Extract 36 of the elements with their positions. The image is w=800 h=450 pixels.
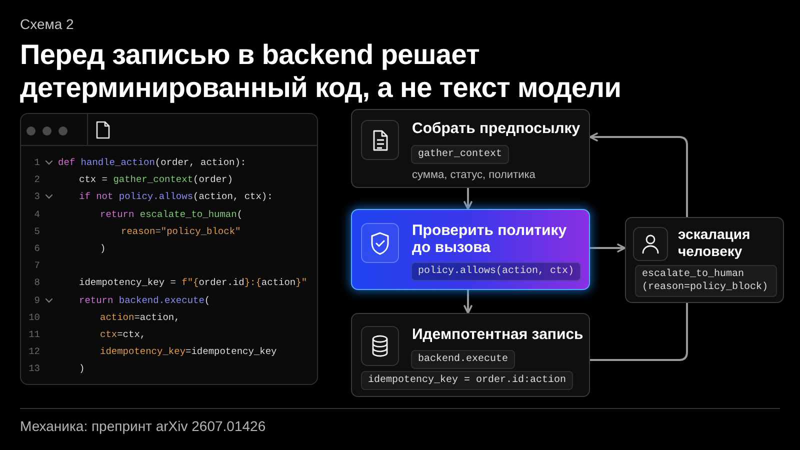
- line-number: 5: [33, 224, 40, 239]
- line-number: 13: [28, 362, 40, 376]
- step-title: эскалация человеку: [678, 226, 752, 260]
- figure-label: Схема 2: [20, 16, 74, 33]
- process-box: [351, 209, 590, 290]
- step-title: Идемпотентная запись: [412, 326, 584, 343]
- line-number: 2: [33, 173, 40, 188]
- line-number: 11: [28, 328, 40, 342]
- line-number: 7: [33, 259, 40, 274]
- step-description: сумма, статус, политика: [412, 169, 536, 182]
- line-number: 8: [33, 276, 40, 290]
- line-number: 9: [33, 294, 40, 308]
- line-number: 12: [28, 345, 40, 360]
- code-chip: idempotency_key = order.id:action: [361, 371, 574, 390]
- connector-line: [590, 303, 688, 361]
- arrow: [464, 290, 472, 314]
- arrow: [589, 132, 688, 217]
- caption: Механика: препринт arXiv 2607.01426: [20, 418, 266, 435]
- title: Перед записью в backend решает детерминированный код, а не текст модели: [20, 38, 622, 104]
- line-number: 4: [33, 208, 40, 222]
- step-title: Проверить политику до вызова: [412, 222, 568, 256]
- line-number: 10: [28, 310, 40, 325]
- process-box: [625, 217, 784, 303]
- arrow: [590, 244, 626, 252]
- code-chip: escalate_to_human (reason=policy_block): [635, 265, 777, 297]
- line-number: 1: [33, 156, 40, 170]
- process-box: [351, 109, 590, 188]
- step-title: Собрать предпосылку: [412, 120, 580, 137]
- code-chip: backend.execute: [411, 350, 516, 369]
- arrow: [464, 188, 472, 210]
- line-number: 6: [33, 242, 40, 256]
- code-editor-panel: [20, 113, 318, 385]
- code-chip: policy.allows(action, ctx): [411, 262, 582, 281]
- process-box: [351, 313, 590, 397]
- line-number: 3: [33, 190, 40, 204]
- code-chip: gather_context: [411, 145, 510, 164]
